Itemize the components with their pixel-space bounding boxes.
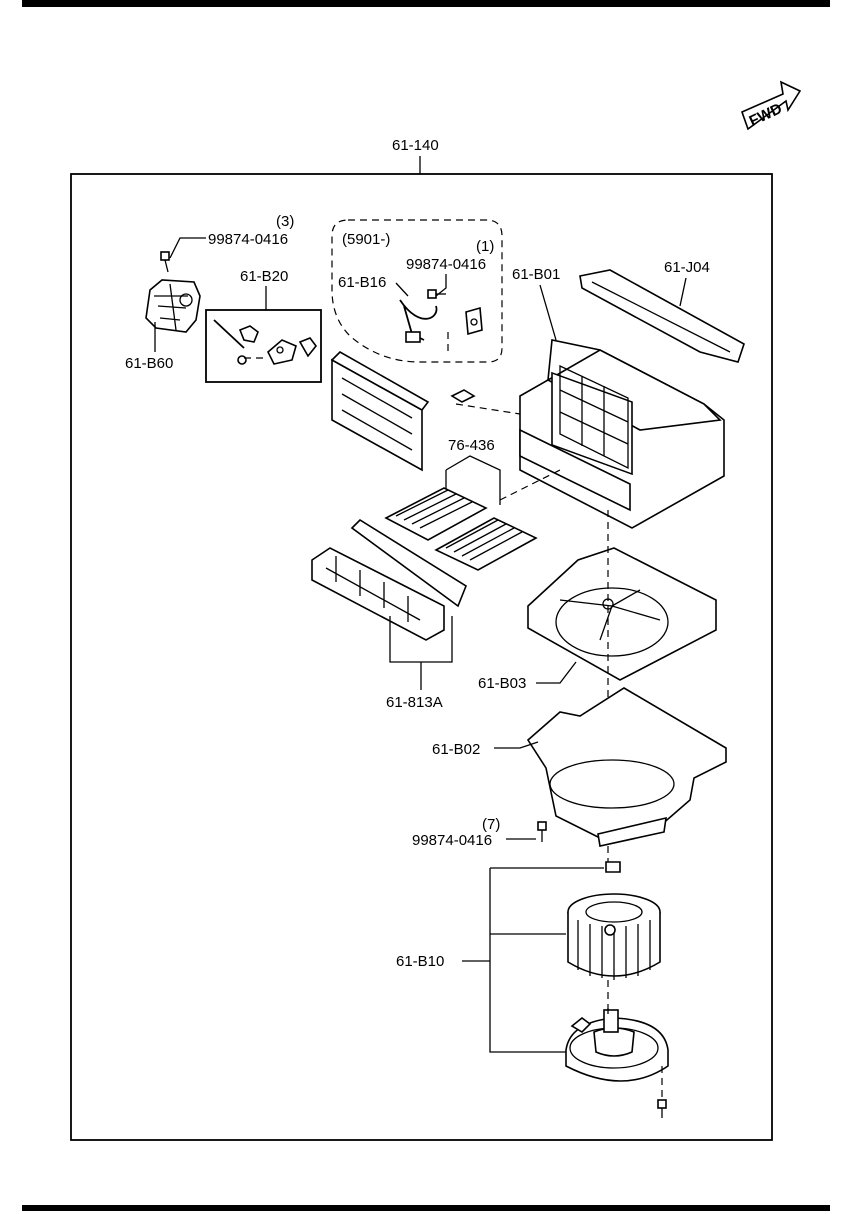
screw-housing-part-label: 99874-0416 [412,832,492,849]
filter-leader [445,455,501,505]
clip-part [605,861,621,873]
harness-part [399,299,483,352]
lower-case-label: 61-B02 [432,741,480,758]
link-kit-parts [213,319,318,365]
actuator-part [145,279,201,333]
filter-label: 76-436 [448,437,495,454]
core-panel-part [330,351,430,472]
screw-top-qty: (3) [276,213,294,230]
blower-motor-part [565,1008,669,1082]
mid-case-label: 61-B03 [478,675,526,692]
screw-top-leader [169,237,206,259]
mid-case-part [527,547,717,681]
motor-label: 61-B10 [396,953,444,970]
blower-fan-part [567,893,661,980]
screw-top-part-label: 99874-0416 [208,231,288,248]
upper-case-part [450,339,725,529]
variant-code-label: (5901-) [342,231,390,248]
screw-top-icon [160,251,170,273]
assembly-frame [70,173,773,1141]
link-kit-label: 61-B20 [240,268,288,285]
fwd-arrow-icon: FWD [740,80,802,131]
actuator-label: 61-B60 [125,355,173,372]
cover-part [579,269,745,363]
top-border-rule [22,0,830,7]
screw-variant-leader [435,274,447,297]
cover-label: 61-J04 [664,259,710,276]
assembly-number-label: 61-140 [392,137,439,154]
link-kit-box [205,309,322,383]
screw-housing-qty: (7) [482,816,500,833]
motor-bracket [489,868,566,1053]
filter-part [384,469,561,571]
bottom-border-rule [22,1205,830,1211]
upper-case-leader [539,284,557,341]
upper-case-label: 61-B01 [512,266,560,283]
mid-case-leader [536,661,577,684]
screw-variant-qty: (1) [476,238,494,255]
motor-screw-icon [657,1066,667,1118]
filter-frame-part [311,518,467,641]
screw-variant-part-label: 99874-0416 [406,256,486,273]
screw-variant-icon [427,289,446,299]
variant-bubble [331,219,503,363]
screw-housing-icon [537,821,547,842]
harness-leader [395,282,409,297]
cover-leader [679,277,687,307]
lower-case-leader [494,741,539,749]
harness-label: 61-B16 [338,274,386,291]
filter-frame-label: 61-813A [386,694,443,711]
lower-case-part [526,687,727,847]
